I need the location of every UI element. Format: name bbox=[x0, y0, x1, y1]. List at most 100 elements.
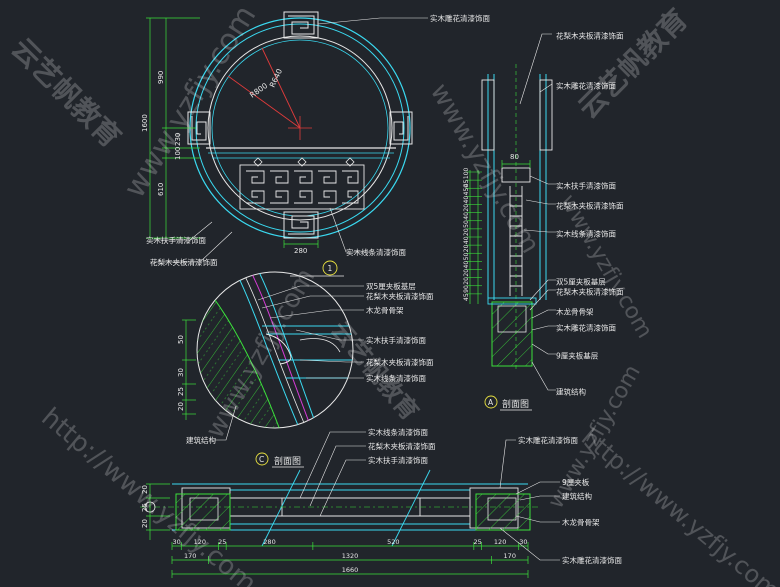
plan-callout-left-2: 实木扶手清漆饰面 bbox=[368, 455, 428, 465]
detail-callout-2: 木龙骨骨架 bbox=[366, 305, 404, 315]
side-dim-2: 450 bbox=[463, 184, 470, 196]
front-dim-1600: 1600 bbox=[141, 114, 149, 132]
plan-callout-right-1: 9厘夹板 bbox=[562, 477, 590, 487]
inner-ring bbox=[207, 35, 393, 221]
side-dim-7: 20 bbox=[463, 228, 470, 236]
detail-dim-1: 30 bbox=[177, 368, 185, 377]
detail-callouts: 双5厘夹板基层花梨木夹板清漆饰面木龙骨骨架实木扶手清漆饰面花梨木夹板清漆饰面实木… bbox=[186, 281, 434, 445]
side-callout-10: 建筑结构 bbox=[556, 387, 586, 397]
bottom-fret-ornament bbox=[283, 211, 319, 239]
side-dim-4: 20 bbox=[463, 204, 470, 212]
plan-left-dim-0: 20 bbox=[141, 485, 149, 494]
carved-flowers bbox=[253, 157, 355, 167]
side-dim-14: 90 bbox=[463, 285, 470, 293]
side-callout-7: 木龙骨骨架 bbox=[556, 307, 594, 317]
side-dim-13: 20 bbox=[463, 277, 470, 285]
side-section-title: 剖面图 bbox=[502, 398, 529, 410]
section-mark-1-label: 1 bbox=[328, 264, 333, 273]
plan-left-dim-2: 20 bbox=[141, 519, 149, 528]
side-dim-12: 20 bbox=[463, 269, 470, 277]
top-fret-ornament bbox=[283, 11, 319, 39]
radius-label-r640: R640 bbox=[268, 67, 285, 89]
dims_row2-0: 170 bbox=[184, 552, 196, 560]
side-dim-15: 45 bbox=[463, 293, 470, 301]
side-callout-4: 实木线条清漆饰面 bbox=[556, 229, 616, 239]
detail-callout-3: 实木扶手清漆饰面 bbox=[366, 335, 426, 345]
side-callouts: 花梨木夹板清漆饰面实木雕花清漆饰面实木扶手清漆饰面花梨木夹板清漆饰面实木线条清漆… bbox=[556, 31, 624, 397]
section-mark-c bbox=[255, 452, 269, 466]
side-dim-1: 45 bbox=[463, 179, 470, 187]
dims_row2-2: 170 bbox=[504, 552, 516, 560]
watermark-domain-2: www.yzfjy.com bbox=[424, 79, 545, 259]
side-dim-11: 40 bbox=[463, 261, 470, 269]
detail-view: 50 30 25 20 双5厘夹板基层花梨木夹板清漆饰面木龙骨骨架实木扶手清漆饰… bbox=[177, 271, 434, 468]
watermark-brand-2: 云艺帆教育 bbox=[572, 3, 694, 125]
dims_row1-4: 520 bbox=[387, 538, 399, 546]
dims_row2-1: 1320 bbox=[342, 552, 359, 560]
detail-callout-4: 花梨木夹板清漆饰面 bbox=[366, 357, 434, 367]
side-base-hatch bbox=[491, 301, 533, 367]
front-callout-top-right: 实木雕花清漆饰面 bbox=[430, 13, 490, 23]
front-dim-100: 100 bbox=[174, 147, 182, 160]
side-dim-top: 80 bbox=[510, 153, 519, 161]
side-dim-5: 40 bbox=[463, 212, 470, 220]
lattice-panel bbox=[239, 164, 365, 210]
side-callout-9: 9厘夹板基层 bbox=[556, 351, 599, 361]
front-dim-610: 610 bbox=[157, 183, 165, 196]
plan-callout-right-4: 实木雕花清漆饰面 bbox=[562, 555, 622, 565]
section-mark-1 bbox=[322, 260, 338, 276]
watermark-domain-4: www.yzfjy.com bbox=[555, 191, 657, 343]
front-callout-left-2: 花梨木夹板清漆饰面 bbox=[150, 257, 218, 267]
watermark-brand-1: 云艺帆教育 bbox=[5, 32, 127, 154]
side-callout-1: 实木雕花清漆饰面 bbox=[556, 81, 616, 91]
dims_row1-0: 30 bbox=[173, 538, 181, 546]
dims_row1-5: 25 bbox=[474, 538, 482, 546]
front-dimensions bbox=[146, 17, 200, 239]
side-callout-8: 实木雕花清漆饰面 bbox=[556, 323, 616, 333]
section-mark-c-label: C bbox=[259, 455, 264, 464]
radius-label-r800: R800 bbox=[248, 81, 269, 100]
watermark-domain-1: www.yzfjy.com bbox=[117, 0, 263, 204]
radius-r640 bbox=[261, 47, 301, 129]
detail-section-title: 剖面图 bbox=[274, 455, 301, 467]
side-dim-8: 40 bbox=[463, 236, 470, 244]
detail-dim-0: 50 bbox=[177, 335, 185, 344]
detail-callout-1: 花梨木夹板清漆饰面 bbox=[366, 291, 434, 301]
plan-callout-left-0: 实木线条清漆饰面 bbox=[368, 427, 428, 437]
detail-callout-6: 建筑结构 bbox=[186, 435, 216, 445]
front-callout-bottom: 实木线条清漆饰面 bbox=[346, 247, 406, 257]
dims_row1-6: 120 bbox=[494, 538, 506, 546]
side-callout-5: 双5厘夹板基层 bbox=[556, 277, 606, 287]
front-dim-230: 230 bbox=[174, 133, 182, 146]
detail-dim-2: 25 bbox=[177, 387, 185, 396]
radius-r800 bbox=[227, 75, 301, 129]
dims_row1-1: 120 bbox=[194, 538, 206, 546]
plan-callout-right-3: 木龙骨骨架 bbox=[562, 517, 600, 527]
front-callout-left-1: 实木扶手清漆饰面 bbox=[146, 235, 206, 245]
plan-callout-right-2: 建筑结构 bbox=[562, 491, 592, 501]
section-mark-a-label: A bbox=[488, 398, 494, 407]
side-dim-3: 40 bbox=[463, 196, 470, 204]
side-callout-0: 花梨木夹板清漆饰面 bbox=[556, 31, 624, 41]
watermark-brand-3: 云艺帆教育 bbox=[325, 316, 424, 426]
front-dim-280: 280 bbox=[294, 247, 307, 255]
detail-callout-5: 实木线条清漆饰面 bbox=[366, 373, 426, 383]
plan-callout-left-1: 花梨木夹板清漆饰面 bbox=[368, 441, 436, 451]
side-dim-6: 50 bbox=[463, 220, 470, 228]
side-dim-10: 50 bbox=[463, 253, 470, 261]
side-callout-6: 花梨木夹板清漆饰面 bbox=[556, 287, 624, 297]
side-dim-0: 100 bbox=[463, 167, 470, 179]
front-view: R640 R800 1600 990 230 100 610 280 bbox=[141, 11, 490, 277]
right-fret-ornament bbox=[389, 111, 413, 145]
dims_row1-2: 25 bbox=[218, 538, 226, 546]
section-mark-a bbox=[484, 395, 498, 409]
front-dim-990: 990 bbox=[157, 71, 165, 84]
detail-dim-3: 20 bbox=[177, 402, 185, 411]
detail-callout-0: 双5厘夹板基层 bbox=[366, 281, 416, 291]
dims_row3-0: 1660 bbox=[342, 566, 359, 574]
